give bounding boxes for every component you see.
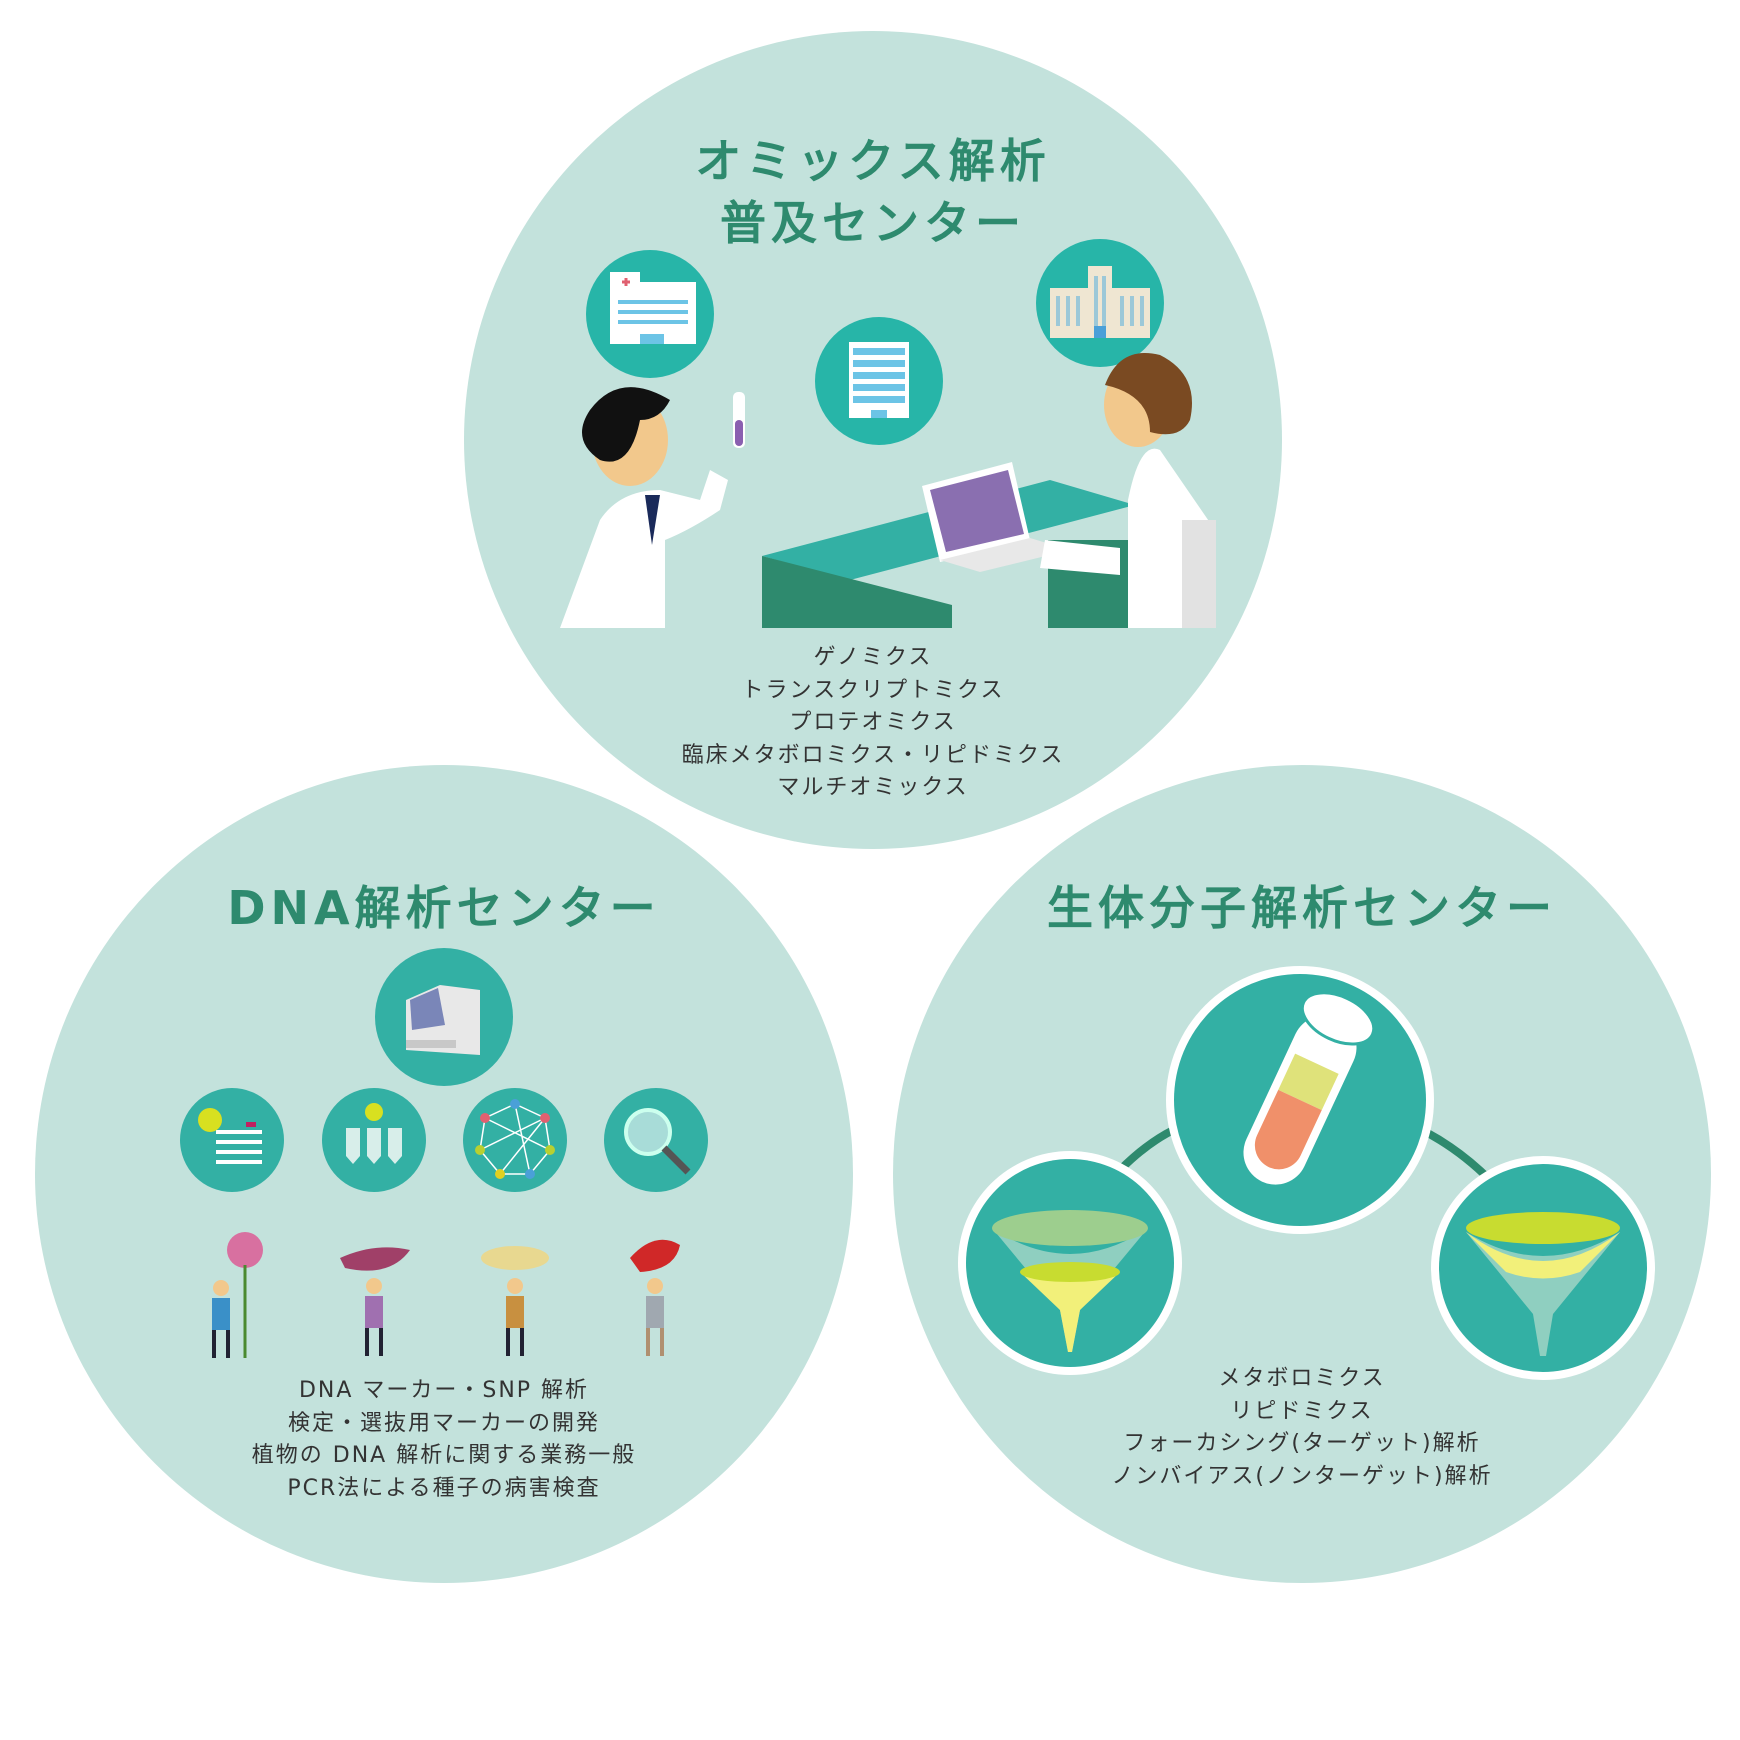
magnifier-icon	[604, 1088, 708, 1192]
network-icon	[463, 1088, 567, 1192]
omics-service-list: ゲノミクス トランスクリプトミクス プロテオミクス 臨床メタボロミクス・リピドミ…	[682, 642, 1065, 805]
list-item: トランスクリプトミクス	[741, 677, 1005, 703]
pcr-tubes-icon	[322, 1088, 426, 1192]
list-item: 検定・選抜用マーカーの開発	[287, 1410, 600, 1436]
list-item: 臨床メタボロミクス・リピドミクス	[681, 742, 1065, 768]
list-item: メタボロミクス	[1218, 1366, 1386, 1391]
list-item: フォーカシング(ターゲット)解析	[1123, 1431, 1481, 1456]
office-building-icon	[815, 317, 943, 445]
people-with-crops-illustration	[212, 1232, 680, 1358]
sequencer-icon	[375, 948, 513, 1086]
list-item: プロテオミクス	[789, 710, 957, 735]
list-item: マルチオミックス	[777, 775, 969, 800]
list-item: DNA マーカー・SNP 解析	[298, 1378, 590, 1403]
list-item: ノンバイアス(ノンターゲット)解析	[1111, 1463, 1493, 1489]
document-icon	[180, 1088, 284, 1192]
funnel-narrowing-icon	[958, 1151, 1182, 1375]
list-item: 植物の DNA 解析に関する業務一般	[251, 1443, 637, 1468]
dna-center-title: DNA解析センター	[227, 881, 661, 935]
list-item: リピドミクス	[1230, 1398, 1374, 1424]
university-icon	[1036, 239, 1164, 367]
test-tube-icon	[1166, 966, 1434, 1234]
biomolecule-center-title: 生体分子解析センター	[1047, 881, 1557, 935]
omics-center-title: オミックス解析 普及センター	[695, 130, 1051, 254]
scientists-illustration	[560, 353, 1216, 628]
funnel-broad-icon	[1431, 1156, 1655, 1380]
dna-center-circle	[35, 765, 853, 1583]
title-line: 普及センター	[720, 196, 1026, 250]
list-item: PCR法による種子の病害検査	[287, 1475, 601, 1501]
hospital-icon	[586, 250, 714, 378]
title-line: オミックス解析	[695, 134, 1051, 188]
dna-service-list: DNA マーカー・SNP 解析 検定・選抜用マーカーの開発 植物の DNA 解析…	[252, 1375, 636, 1505]
list-item: ゲノミクス	[813, 645, 933, 670]
biomolecule-service-list: メタボロミクス リピドミクス フォーカシング(ターゲット)解析 ノンバイアス(ノ…	[1111, 1363, 1492, 1493]
